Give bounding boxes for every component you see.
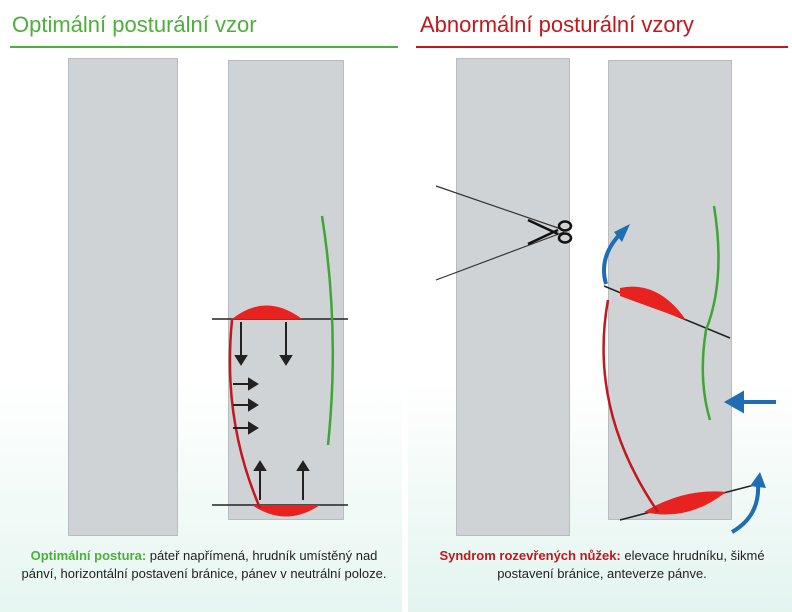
back-line-green bbox=[703, 206, 719, 420]
abdominal-wall-line bbox=[604, 300, 658, 512]
curved-arrow-lower-head bbox=[750, 472, 766, 488]
optimal-caption: Optimální postura: páteř napřímená, hrud… bbox=[18, 547, 390, 583]
arrow-left-icon bbox=[728, 394, 776, 410]
curved-arrow-lower-icon bbox=[732, 484, 758, 532]
scissor-line-upper bbox=[436, 186, 564, 230]
diaphragm-shape-tilted bbox=[620, 287, 686, 320]
diaphragm-shape bbox=[232, 306, 302, 320]
scissors-icon bbox=[528, 220, 571, 244]
optimal-panel: Optimální posturální vzor bbox=[0, 0, 402, 612]
curved-arrow-icon bbox=[604, 232, 622, 284]
arrow-up-icon bbox=[255, 462, 308, 500]
abnormal-caption: Syndrom rozevřených nůžek: elevace hrudn… bbox=[422, 547, 782, 583]
abnormal-annotations bbox=[408, 0, 792, 612]
pelvic-floor-shape bbox=[252, 505, 320, 517]
optimal-caption-lead: Optimální postura: bbox=[31, 548, 147, 563]
optimal-annotations bbox=[0, 0, 402, 612]
arrow-right-icon bbox=[233, 379, 257, 433]
back-line-green bbox=[322, 216, 333, 445]
abnormal-caption-lead: Syndrom rozevřených nůžek: bbox=[439, 548, 620, 563]
abnormal-panel: Abnormální posturální vzory bbox=[408, 0, 792, 612]
arrow-down-icon bbox=[236, 322, 291, 364]
scissor-line-lower bbox=[436, 232, 564, 280]
abdominal-wall-line bbox=[230, 320, 260, 508]
